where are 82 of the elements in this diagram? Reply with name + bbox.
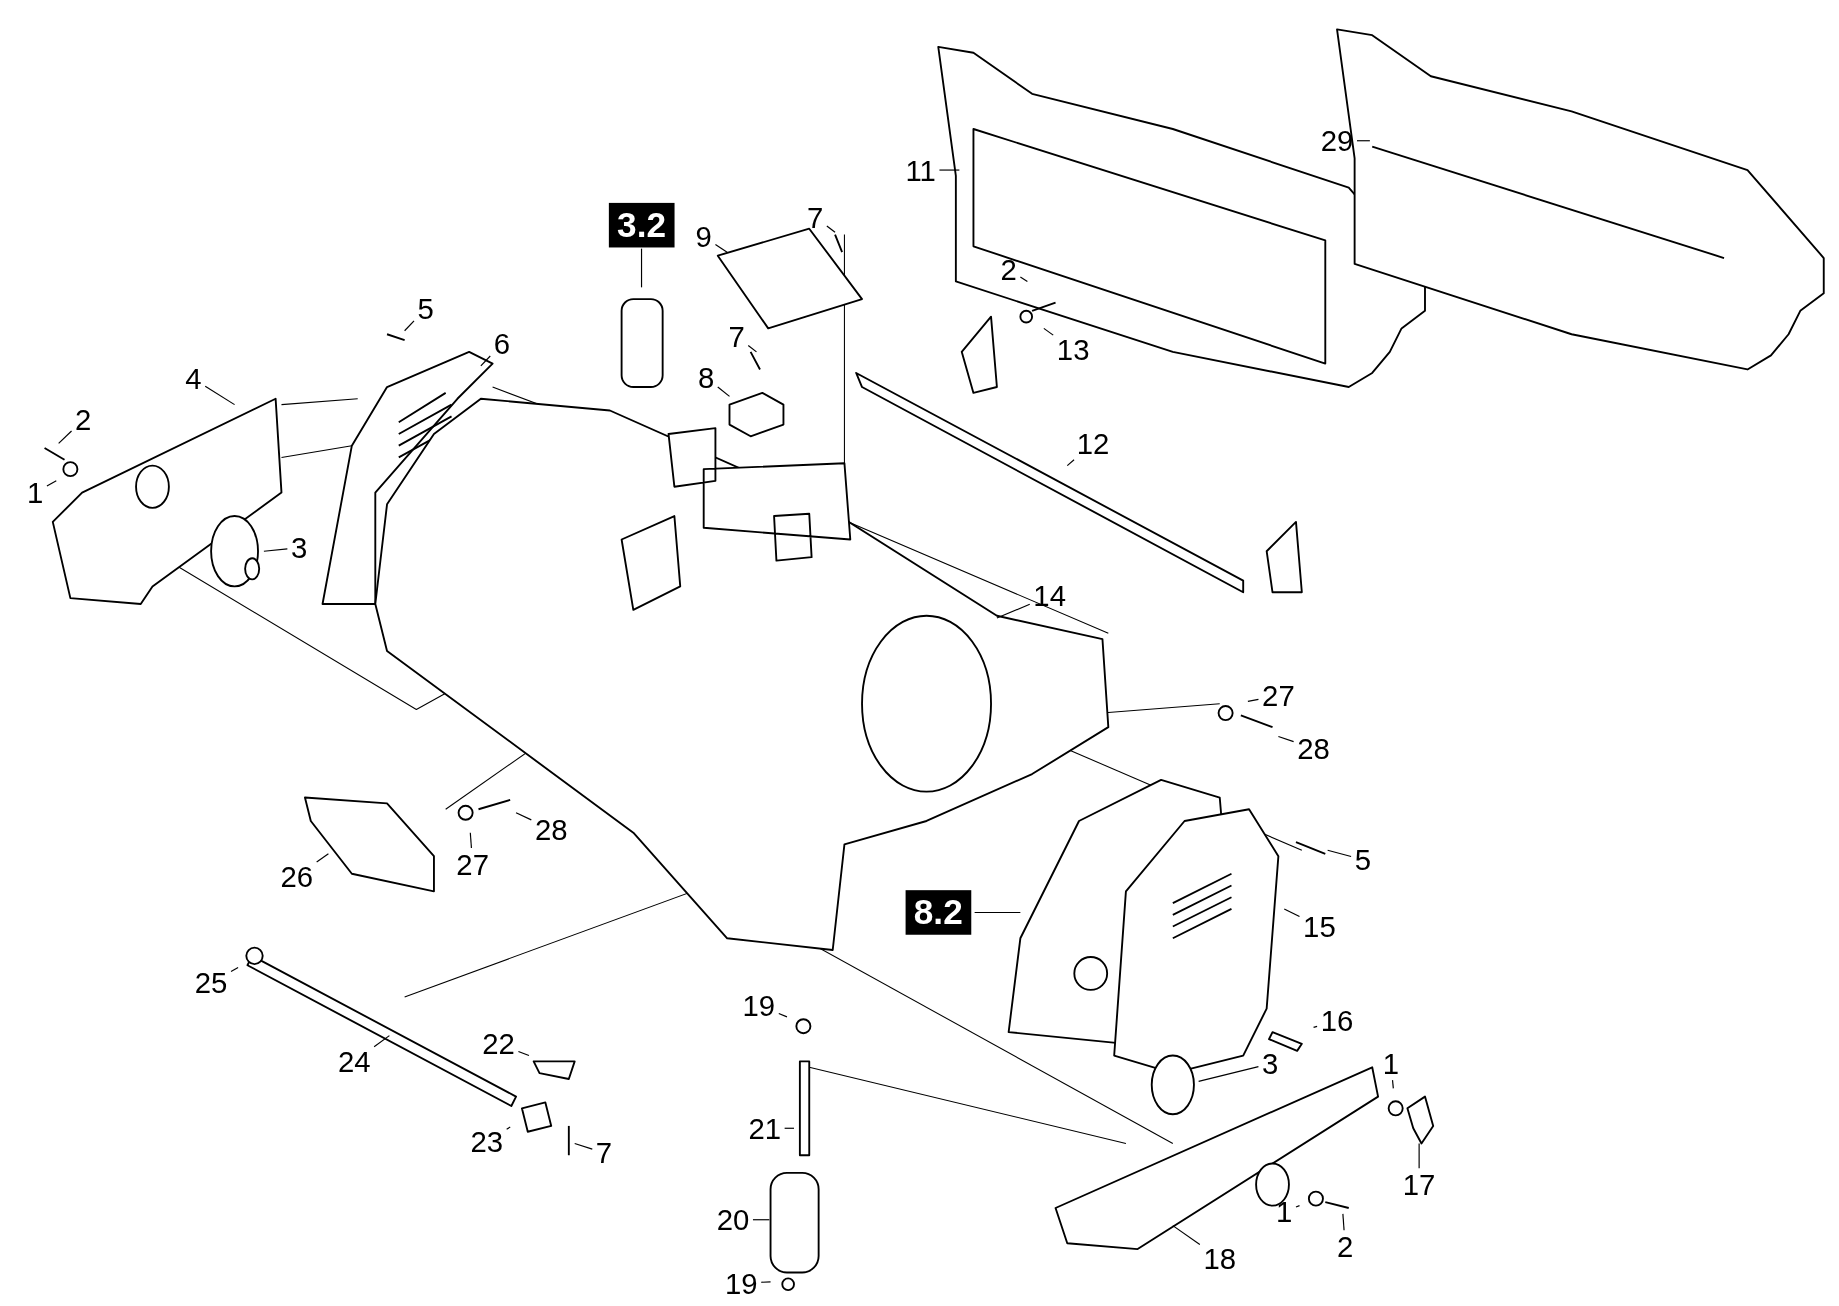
callout-number: 13 xyxy=(1056,334,1090,365)
reference-label: 8.2 xyxy=(905,890,971,935)
callout-number: 12 xyxy=(1076,428,1110,459)
leader-line xyxy=(1277,735,1295,743)
leader-line xyxy=(714,243,728,253)
leader-line xyxy=(517,1050,530,1057)
leader-line xyxy=(717,386,731,397)
leader-line xyxy=(938,169,960,171)
leader-line xyxy=(373,1035,390,1048)
leader-line xyxy=(506,1126,511,1130)
callout-number: 2 xyxy=(1000,254,1017,285)
callout-number: 20 xyxy=(716,1204,750,1235)
callout-number: 7 xyxy=(595,1137,613,1169)
callout-number: 1 xyxy=(27,477,44,508)
callout-number: 24 xyxy=(337,1046,371,1077)
callout-number: 18 xyxy=(1203,1243,1237,1274)
callout-number: 16 xyxy=(1320,1005,1354,1036)
callout-number: 26 xyxy=(280,860,314,892)
leader-line xyxy=(574,1142,593,1150)
leader-line xyxy=(778,1012,788,1018)
callout-number: 25 xyxy=(194,967,228,999)
callout-number: 6 xyxy=(493,328,511,359)
callout-number: 2 xyxy=(1337,1231,1354,1262)
callout-number: 21 xyxy=(748,1113,781,1144)
leader-line xyxy=(1172,1225,1201,1246)
reference-label: 3.2 xyxy=(608,202,675,248)
leader-line xyxy=(263,548,288,552)
leader-line xyxy=(1247,698,1260,702)
leader-line xyxy=(996,603,1031,619)
callout-number: 1 xyxy=(1382,1048,1400,1079)
callout-number: 28 xyxy=(1297,733,1330,764)
leader-line xyxy=(204,385,236,406)
leader-line xyxy=(752,1219,770,1221)
callout-number: 8 xyxy=(697,362,715,393)
leader-line xyxy=(58,430,73,444)
callout-number: 29 xyxy=(1320,125,1354,156)
callout-number: 2 xyxy=(75,404,92,436)
callout-number: 14 xyxy=(1033,580,1066,612)
leader-line xyxy=(826,225,836,233)
callout-number: 4 xyxy=(185,363,202,395)
leader-line xyxy=(1356,140,1371,142)
leader-line xyxy=(1418,1142,1420,1169)
leader-line xyxy=(1198,1066,1260,1082)
callout-number: 27 xyxy=(456,849,489,880)
leader-line xyxy=(316,853,329,863)
leader-line xyxy=(974,911,1021,914)
leader-line xyxy=(1019,276,1028,283)
leader-line xyxy=(469,832,472,849)
leader-line xyxy=(515,812,532,821)
callout-number: 5 xyxy=(1354,844,1371,875)
callout-number: 9 xyxy=(695,221,712,253)
leader-line xyxy=(1066,459,1075,467)
leader-line xyxy=(404,320,415,332)
callout-number: 3 xyxy=(290,532,308,563)
leader-line xyxy=(1283,908,1301,918)
callout-number: 28 xyxy=(534,813,568,845)
leader-line xyxy=(1342,1213,1345,1231)
callout-number: 19 xyxy=(742,989,776,1021)
callout-number: 22 xyxy=(482,1028,515,1060)
leader-line xyxy=(784,1127,795,1129)
callout-number: 23 xyxy=(470,1125,504,1157)
leader-line xyxy=(1391,1079,1394,1089)
leader-line xyxy=(480,355,491,367)
callout-number: 27 xyxy=(1262,680,1295,711)
callout-number: 19 xyxy=(724,1267,758,1299)
callout-number: 7 xyxy=(806,201,824,233)
callout-number: 15 xyxy=(1303,911,1336,942)
leader-line xyxy=(640,248,643,288)
callout-number: 7 xyxy=(728,321,745,352)
callout-number: 3 xyxy=(1262,1048,1279,1079)
leader-line xyxy=(747,345,758,353)
leader-line xyxy=(1313,1025,1318,1028)
callout-number: 11 xyxy=(905,154,936,186)
leader-line xyxy=(1295,1205,1301,1208)
callout-number: 5 xyxy=(417,293,434,324)
leader-line xyxy=(1327,849,1352,858)
leader-line xyxy=(230,967,239,973)
leader-line xyxy=(760,1281,772,1283)
leader-line xyxy=(46,480,57,487)
callout-number: 1 xyxy=(1276,1196,1293,1227)
leader-line xyxy=(1043,327,1054,336)
callout-number: 17 xyxy=(1402,1169,1436,1200)
